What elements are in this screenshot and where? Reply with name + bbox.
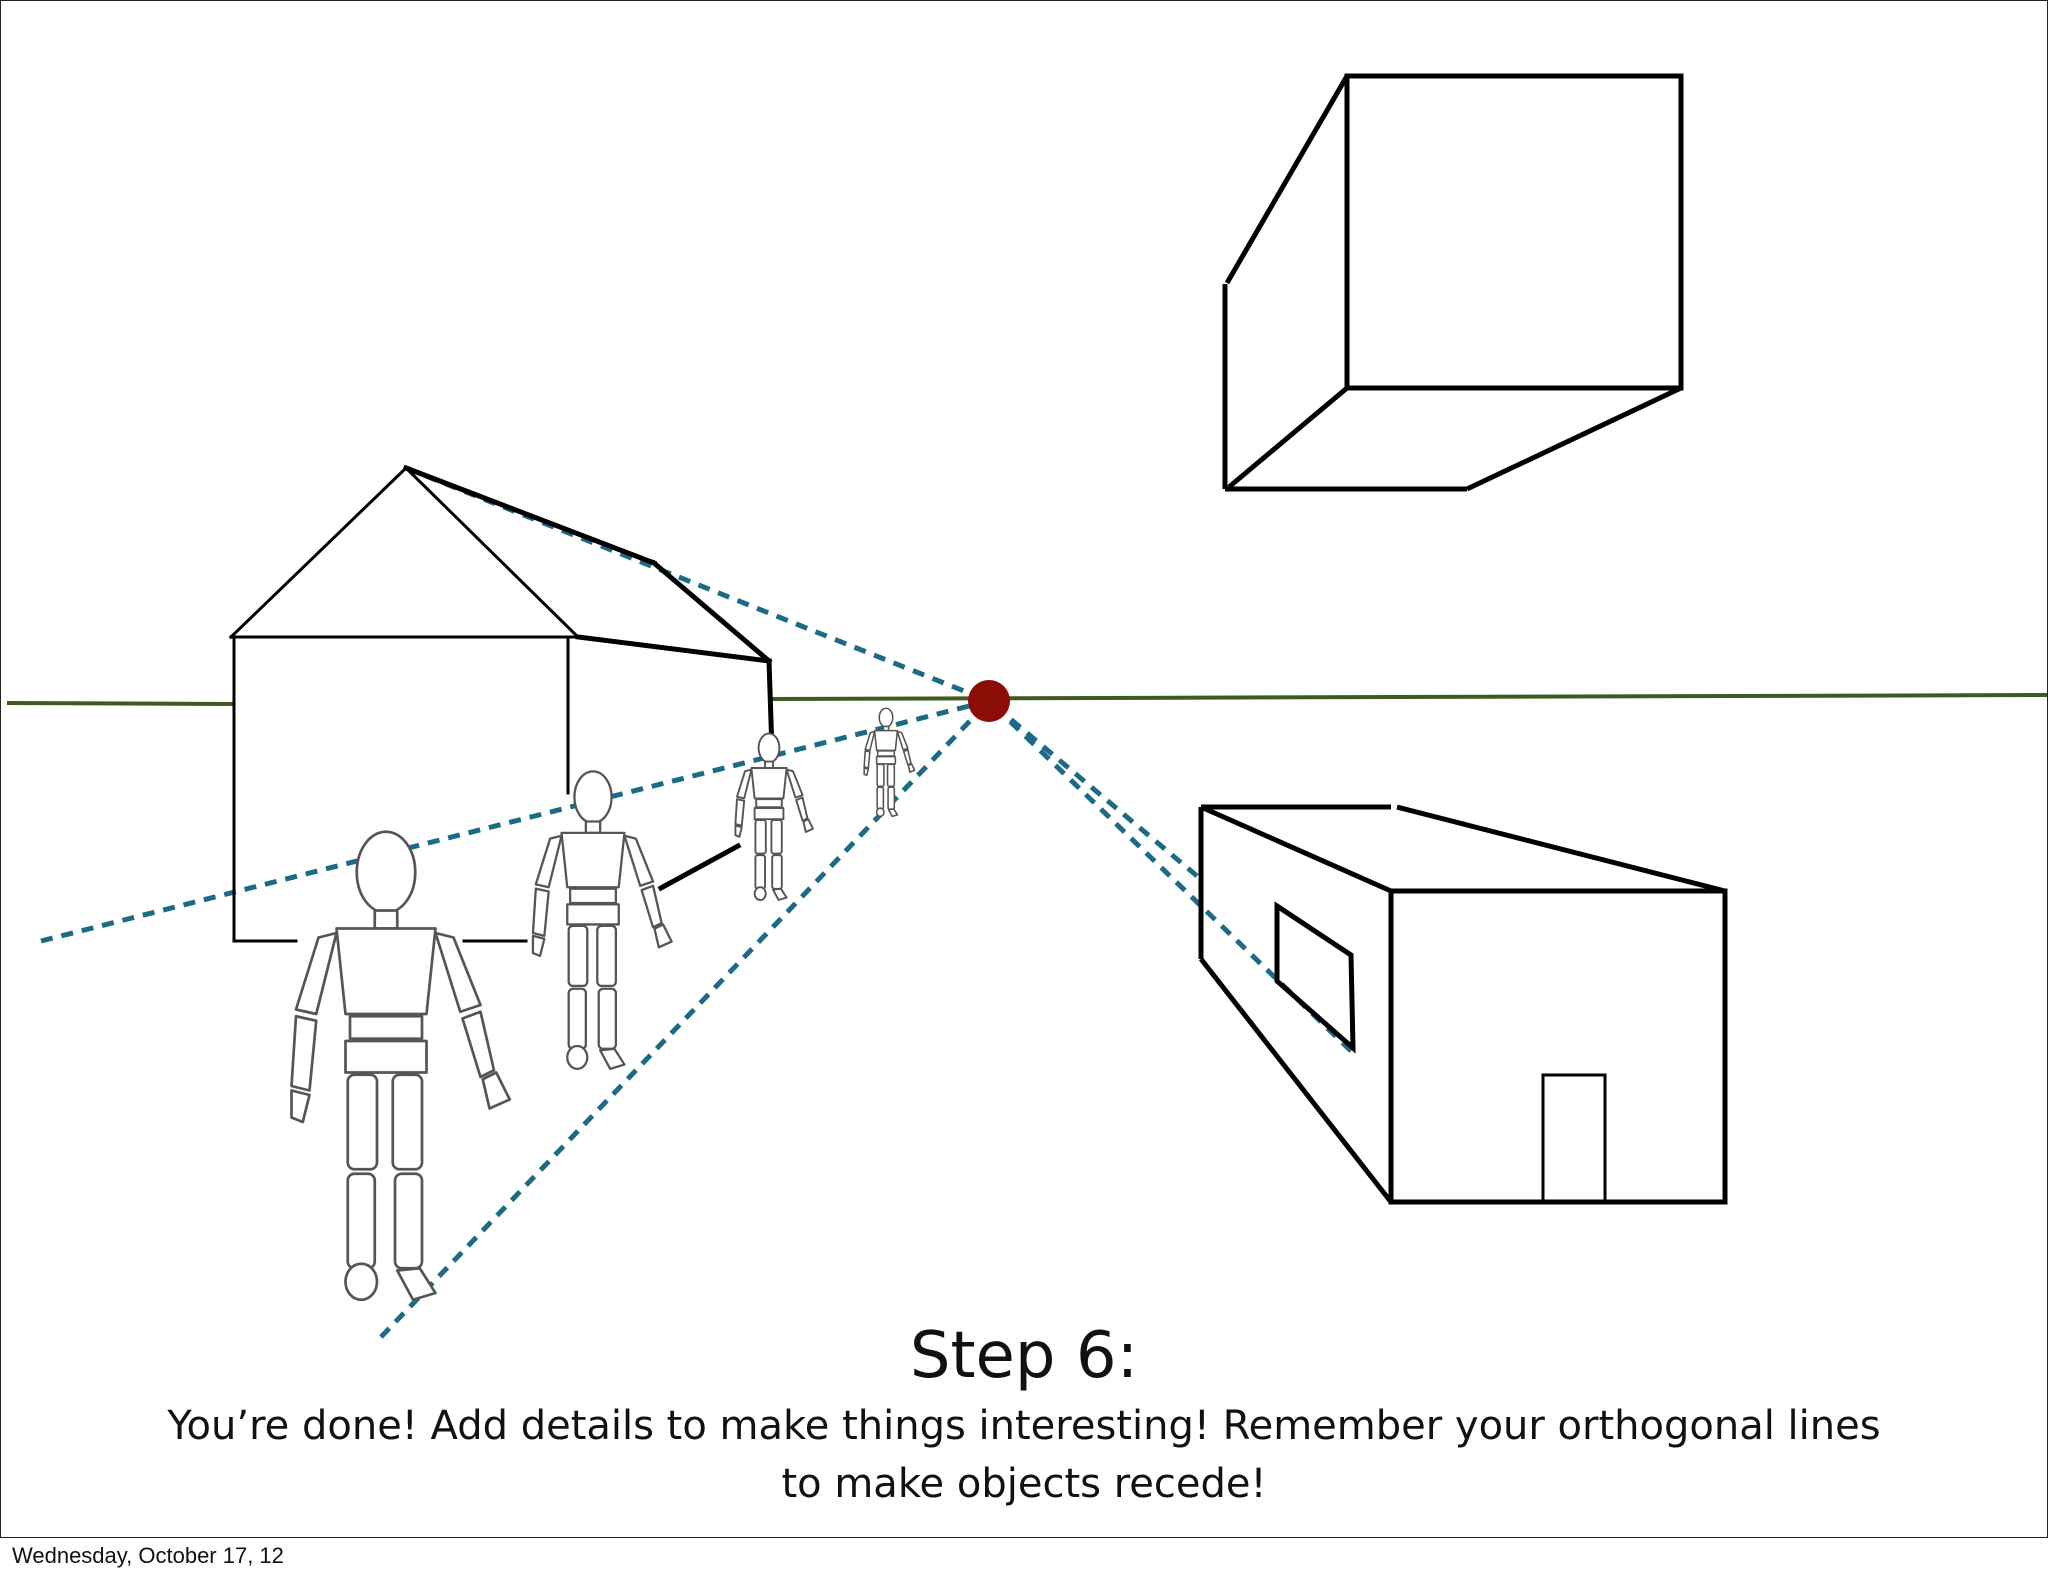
cube-drawing (1222, 73, 1684, 492)
mannequin-figure-large-icon (290, 830, 512, 1302)
mannequin-figure-medium-icon (531, 770, 673, 1070)
step-description: You’re done! Add details to make things … (167, 1403, 1881, 1507)
house-drawing (228, 464, 775, 943)
perspective-drawing (6, 73, 2047, 1339)
mannequin-figure-small-icon (734, 732, 814, 901)
step-title: Step 6: (909, 1319, 1139, 1393)
horizon-line (6, 693, 2047, 706)
vanishing-point-red-dot-icon (968, 680, 1010, 722)
slide: Step 6: You’re done! Add details to make… (0, 0, 2048, 1538)
box-building-drawing (1198, 804, 1728, 1205)
mannequin-figure-tiny-icon (863, 707, 916, 818)
mannequin-figures (290, 707, 916, 1302)
orthogonal-guide-lines (40, 465, 1353, 1339)
footer-date: Wednesday, October 17, 12 (12, 1543, 284, 1568)
